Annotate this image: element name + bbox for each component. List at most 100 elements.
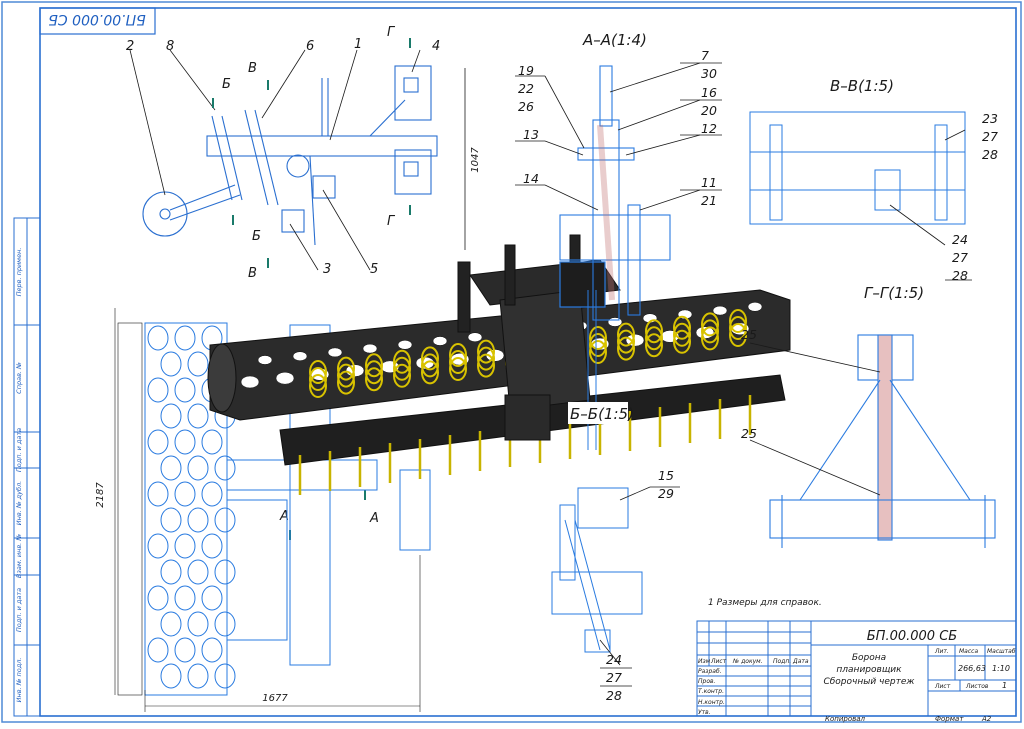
- section-bb-title: Б–Б(1:5): [570, 405, 634, 423]
- roller-cell: [160, 403, 182, 429]
- callout-24-vv: 24: [952, 232, 968, 247]
- section-bb: [551, 487, 643, 653]
- col-doc: № докум.: [732, 658, 763, 665]
- callout-2: 2: [126, 39, 134, 54]
- spring-coil: [393, 349, 411, 374]
- side-label-3: Подп. и дата: [15, 428, 23, 472]
- section-aa-leaders: [515, 62, 722, 211]
- roller-view: [114, 308, 431, 712]
- title-name-line1: Борона: [852, 653, 886, 663]
- roller-cell: [147, 481, 169, 507]
- spring-coil: [729, 316, 747, 340]
- section-vv-leaders: [889, 129, 972, 281]
- col-data: Дата: [792, 658, 809, 665]
- callout-25-bottom: 25: [741, 426, 757, 441]
- cut-letter-a-left: А: [279, 509, 289, 524]
- callout-26: 26: [518, 99, 534, 114]
- drawing-note: 1 Размеры для справок.: [708, 598, 822, 608]
- roller-cell: [187, 559, 209, 585]
- title-name-line3: Сборочный чертеж: [823, 677, 915, 687]
- spring-coil: [701, 326, 719, 351]
- cut-letter-g-bottom: Г: [387, 214, 396, 229]
- spring-coil: [729, 323, 747, 347]
- callout-15: 15: [658, 468, 674, 483]
- callout-12: 12: [701, 121, 717, 136]
- col-lit: Лит.: [934, 648, 949, 655]
- spring-coil: [421, 346, 439, 371]
- roller-cell: [201, 429, 223, 455]
- callout-11: 11: [701, 175, 717, 190]
- side-label-5: Взам. инв. №: [15, 534, 23, 578]
- roller-cell: [187, 403, 209, 429]
- spring-coil: [477, 346, 495, 371]
- callout-3: 3: [323, 262, 331, 277]
- section-vv: [749, 111, 966, 225]
- section-bb-label-bg: [568, 402, 628, 424]
- roller-cell: [174, 481, 196, 507]
- side-label-2: Справ. №: [15, 362, 23, 394]
- bottom-kopiroval: Копировал: [825, 715, 866, 723]
- dimension-1677: 1677: [262, 693, 288, 704]
- row-tkontr: Т.контр.: [698, 688, 724, 695]
- roller-cell: [187, 611, 209, 637]
- roller-cell: [160, 559, 182, 585]
- callout-28-vv-top: 28: [982, 147, 998, 162]
- callout-27-vv: 27: [952, 250, 968, 265]
- roller-cell: [201, 585, 223, 611]
- section-aa-title: А–А(1:4): [582, 31, 647, 49]
- mass-value: 266,63: [958, 664, 986, 673]
- spring-coil: [617, 336, 635, 361]
- roller-cell: [160, 455, 182, 481]
- callout-16: 16: [701, 85, 717, 100]
- drum-hole: [467, 332, 483, 342]
- section-aa: [559, 65, 671, 321]
- side-column: [13, 217, 41, 717]
- callout-22: 22: [518, 81, 534, 96]
- side-view: [142, 65, 438, 246]
- scale-value: 1:10: [992, 664, 1010, 673]
- callout-21: 21: [701, 193, 717, 208]
- spring-coil: [449, 343, 467, 367]
- title-drawing-code: БП.00.000 СБ: [867, 629, 958, 644]
- callout-24-bb: 24: [606, 652, 622, 667]
- drum-hole: [327, 347, 343, 358]
- title-name-line2: планировщик: [836, 665, 902, 675]
- drawing-code-rotated: БП.00.000 СБ: [48, 11, 145, 27]
- callout-5: 5: [370, 262, 378, 277]
- spring-coil: [421, 353, 439, 378]
- drum-hole: [257, 355, 273, 365]
- roller-cell: [214, 455, 236, 481]
- side-view-leaders: [129, 49, 466, 271]
- listov-label: Листов: [965, 683, 989, 690]
- cut-letter-g-top: Г: [387, 25, 396, 40]
- roller-cell: [214, 663, 236, 689]
- roller-cell: [187, 663, 209, 689]
- roller-cell: [201, 533, 223, 559]
- col-podp: Подп.: [773, 658, 791, 665]
- roller-cell: [187, 455, 209, 481]
- spring-coil: [337, 370, 355, 395]
- callout-28-bb: 28: [606, 688, 622, 703]
- spring-coil: [673, 315, 691, 340]
- section-gg: [769, 334, 996, 548]
- col-massa: Масса: [959, 648, 978, 655]
- roller-cell: [174, 637, 196, 663]
- roller-cell: [160, 507, 182, 533]
- section-gg-title: Г–Г(1:5): [864, 284, 924, 302]
- section-vv-title: В–В(1:5): [830, 77, 894, 95]
- callout-underlines-bb: [600, 667, 632, 687]
- section-bb-leaders: [599, 486, 680, 666]
- roller-cell: [187, 507, 209, 533]
- spring-coil: [365, 367, 383, 392]
- roller-cell: [160, 351, 182, 377]
- code-box: [39, 7, 156, 35]
- spring-coil: [589, 340, 607, 364]
- row-razrab: Разраб.: [698, 668, 722, 675]
- drum-hole: [240, 375, 260, 389]
- roller-cell: [174, 429, 196, 455]
- roller-cell: [147, 585, 169, 611]
- spring-coil: [449, 357, 467, 381]
- roller-cell: [147, 637, 169, 663]
